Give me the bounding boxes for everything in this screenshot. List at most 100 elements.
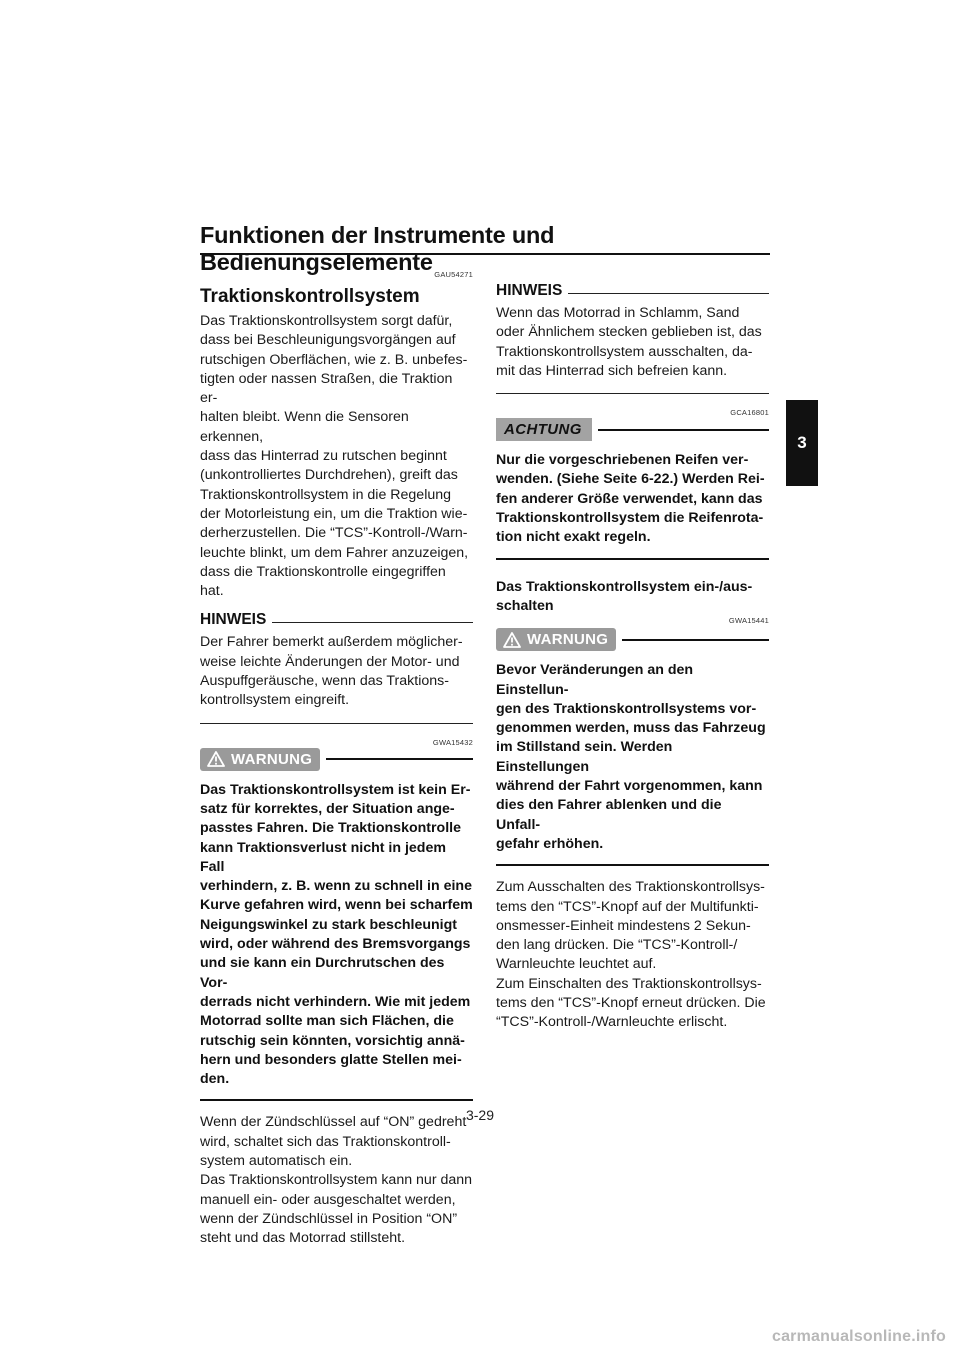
text-line: Das Traktionskontrollsystem ist kein Er- [200,781,471,798]
text-line: hern und besonders glatte Stellen mei- [200,1051,462,1068]
hinweis-end-rule [496,393,769,395]
text-line: im Stillstand sein. Werden Einstellungen [496,739,673,775]
achtung-badge: ACHTUNG [496,418,592,442]
text-line: manuell ein- oder ausgeschaltet werden, [200,1191,456,1208]
text-line: Das Traktionskontrollsystem kann nur dan… [200,1172,473,1189]
text-line: Neigungswinkel zu stark beschleunigt [200,916,458,933]
warnung-heading: WARNUNG [200,747,473,771]
instructions-paragraph: Zum Ausschalten des Traktionskontrollsys… [496,878,769,1032]
text-line: Traktionskontrollsystem ausschalten, da- [496,343,753,360]
text-line: tigten oder nassen Straßen, die Traktion… [200,370,453,407]
text-line: Wenn der Zündschlüssel auf “ON” gedreht [200,1114,467,1131]
section-title: Traktionskontrollsystem [200,286,420,307]
warnung-heading: WARNUNG [496,628,769,652]
text-line: Das Traktionskontrollsystem sorgt dafür, [200,313,453,329]
warnung-text: Das Traktionskontrollsystem ist kein Er-… [200,781,473,1090]
text-line: Nur die vorgeschriebenen Reifen ver- [496,452,749,469]
text-line: “TCS”-Kontroll-/Warnleuchte erlischt. [496,1014,728,1031]
text-line: oder Ähnlichem stecken geblieben ist, da… [496,324,762,341]
text-line: kann Traktionsverlust nicht in jedem Fal… [200,839,446,875]
left-column: GAU54271 Traktionskontrollsystem Das Tra… [200,270,473,1248]
achtung-heading: ACHTUNG [496,418,769,442]
text-line: wird, oder während des Bremsvorgangs [200,936,471,953]
hinweis-text: Wenn das Motorrad in Schlamm, Sand oder Ä… [496,304,769,381]
text-line: derrads nicht verhindern. Wie mit jedem [200,993,471,1010]
text-line: satz für korrektes, der Situation ange- [200,800,455,817]
page-header-title: Funktionen der Instrumente und Bedienung… [200,222,555,275]
warnung-rule [622,638,769,641]
text-line: wenden. (Siehe Seite 6-22.) Werden Rei- [496,471,765,488]
text-line: verhindern, z. B. wenn zu schnell in ein… [200,878,472,895]
hinweis-label: HINWEIS [496,282,563,299]
text-line: steht und das Motorrad stillsteht. [200,1230,406,1247]
text-line: und sie kann ein Durchrutschen des Vor- [200,955,445,991]
text-line: Auspuffgeräusche, wenn das Traktions- [200,673,449,690]
text-line: kontrollsystem eingreift. [200,692,350,709]
warnung-end-rule [496,864,769,867]
hinweis-label: HINWEIS [200,611,267,629]
text-line: schalten [496,597,554,614]
hinweis-rule [272,621,473,623]
chapter-tab[interactable]: 3 [786,400,818,486]
text-line: Motorrad sollte man sich Flächen, die [200,1013,454,1030]
outro-paragraph: Wenn der Zündschlüssel auf “ON” gedreht w… [200,1113,473,1248]
text-line: Das Traktionskontrollsystem ein-/aus- [496,578,753,595]
warnung-rule [326,758,473,761]
warnung-end-rule [200,1099,473,1102]
text-line: passtes Fahren. Die Traktionskontrolle [200,820,461,837]
warnung-text: Bevor Veränderungen an den Einstellun-ge… [496,661,769,854]
header-rule [200,253,770,255]
text-line: tion nicht exakt regeln. [496,529,651,546]
text-line: mit das Hinterrad sich befreien kann. [496,362,728,379]
text-line: wenn der Zündschlüssel in Position “ON” [200,1210,458,1227]
text-line: der Motorleistung ein, um die Traktion w… [200,505,468,522]
watermark: carmanualsonline.info [771,1328,946,1345]
text-line: den lang drücken. Die “TCS”-Kontroll-/ [496,937,738,954]
warnung-badge: WARNUNG [496,628,617,652]
text-line: halten bleibt. Wenn die Sensoren erkenne… [200,409,409,445]
text-line: hat. [200,583,224,600]
text-line: onsmesser-Einheit mindestens 2 Sekun- [496,917,751,934]
text-line: Traktionskontrollsystem in die Regelung [200,486,452,503]
text-line: Bevor Veränderungen an den Einstellun- [496,662,694,698]
hinweis-heading: HINWEIS [496,282,769,300]
warnung-label: WARNUNG [231,750,313,768]
achtung-rule [597,428,769,431]
achtung-end-rule [496,557,769,560]
achtung-text: Nur die vorgeschriebenen Reifen ver-wend… [496,451,769,547]
text-line: tems den “TCS”-Knopf erneut drücken. Die [496,995,766,1012]
text-line: leuchte blinkt, um dem Fahrer anzuzeigen… [200,544,469,561]
intro-paragraph: Das Traktionskontrollsystem sorgt dafür,… [200,312,473,601]
text-line: Zum Einschalten des Traktionskontrollsys… [496,975,762,992]
text-line: genommen werden, muss das Fahrzeug [496,720,766,737]
hinweis-end-rule [200,722,473,724]
text-line: (unkontrolliertes Durchdrehen), greift d… [200,467,458,484]
text-line: dass die Traktionskontrolle eingegriffen [200,563,446,580]
text-line: während der Fahrt vorgenommen, kann [496,778,763,795]
text-line: dies den Fahrer ablenken und die Unfall- [496,797,722,833]
text-line: rutschigen Oberflächen, wie z. B. unbefe… [200,351,468,368]
reference-code: GWA15441 [728,616,769,626]
text-line: dass das Hinterrad zu rutschen beginnt [200,448,447,465]
warnung-label: WARNUNG [527,631,609,649]
reference-code: GWA15432 [432,737,473,747]
warnung-badge: WARNUNG [200,747,321,771]
text-line: tems den “TCS”-Knopf auf der Multifunkti… [496,898,759,915]
subsection-title: Das Traktionskontrollsystem ein-/aus-sch… [496,578,769,617]
text-line: rutschig sein könnten, vorsichtig annä- [200,1032,465,1049]
hinweis-heading: HINWEIS [200,611,473,629]
text-line: system automatisch ein. [200,1152,353,1169]
text-line: derherzustellen. Die “TCS”-Kontroll-/War… [200,525,468,542]
text-line: Wenn das Motorrad in Schlamm, Sand [496,305,740,321]
text-line: Der Fahrer bemerkt außerdem möglicher- [200,634,463,651]
warning-triangle-icon [503,631,521,648]
reference-code: GAU54271 [434,270,473,279]
text-line: fen anderer Größe verwendet, kann das [496,490,763,507]
text-line: Kurve gefahren wird, wenn bei scharfem [200,897,473,914]
text-line: weise leichte Änderungen der Motor- und [200,653,460,670]
text-line: gen des Traktionskontrollsystems vor- [496,700,757,717]
text-line: Zum Ausschalten des Traktionskontrollsys… [496,879,765,896]
page-number: 3-29 [465,1107,495,1123]
text-line: dass bei Beschleunigungsvorgängen auf [200,332,456,349]
right-column: HINWEIS Wenn das Motorrad in Schlamm, Sa… [496,270,769,1033]
